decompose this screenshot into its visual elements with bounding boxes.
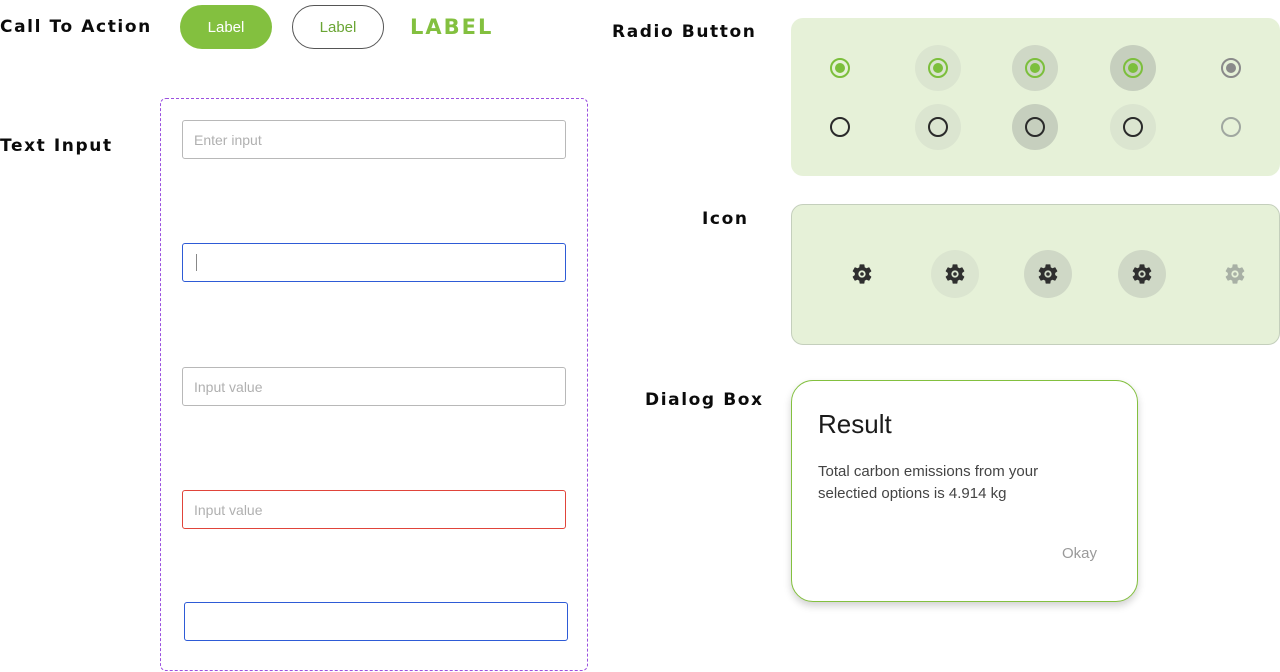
gear-icon bbox=[1038, 264, 1058, 284]
section-label-radio-button: Radio Button bbox=[612, 22, 757, 42]
icon-button-pressed[interactable] bbox=[1118, 250, 1166, 298]
section-label-icon: Icon bbox=[702, 209, 749, 229]
text-input-frame bbox=[160, 98, 588, 671]
radio-unselected-icon bbox=[1123, 117, 1143, 137]
radio-unselected-icon bbox=[830, 117, 850, 137]
input-filled[interactable]: Input value bbox=[182, 367, 566, 406]
input-default[interactable]: Enter input bbox=[182, 120, 566, 159]
radio-selected-icon bbox=[928, 58, 948, 78]
okay-button[interactable]: Okay bbox=[1058, 543, 1101, 564]
result-dialog: Result Total carbon emissions from your … bbox=[791, 380, 1138, 602]
radio-unselected-pressed[interactable] bbox=[1110, 104, 1156, 150]
gear-icon bbox=[852, 264, 872, 284]
radio-unselected-hover[interactable] bbox=[915, 104, 961, 150]
input-placeholder: Enter input bbox=[194, 131, 262, 148]
input-value-error: Input value bbox=[194, 501, 263, 518]
radio-unselected-disabled-icon bbox=[1221, 117, 1241, 137]
radio-selected-disabled-icon bbox=[1221, 58, 1241, 78]
radio-unselected-disabled bbox=[1208, 104, 1254, 150]
input-focused[interactable] bbox=[182, 243, 566, 282]
input-error[interactable]: Input value bbox=[182, 490, 566, 529]
section-label-dialog-box: Dialog Box bbox=[645, 390, 764, 410]
icon-button-focus[interactable] bbox=[1024, 250, 1072, 298]
radio-unselected-focus[interactable] bbox=[1012, 104, 1058, 150]
radio-selected-focus[interactable] bbox=[1012, 45, 1058, 91]
text-caret bbox=[196, 254, 197, 271]
radio-unselected-icon bbox=[1025, 117, 1045, 137]
input-active[interactable] bbox=[184, 602, 568, 641]
gear-icon bbox=[945, 264, 965, 284]
radio-unselected-enabled[interactable] bbox=[817, 104, 863, 150]
icon-button-disabled bbox=[1211, 250, 1259, 298]
radio-selected-icon bbox=[1025, 58, 1045, 78]
radio-selected-hover[interactable] bbox=[915, 45, 961, 91]
icon-button-hover[interactable] bbox=[931, 250, 979, 298]
radio-button-panel bbox=[791, 18, 1280, 176]
section-label-call-to-action: Call To Action bbox=[0, 17, 152, 37]
gear-icon bbox=[1225, 264, 1245, 284]
icon-panel bbox=[791, 204, 1280, 345]
input-value: Input value bbox=[194, 378, 263, 395]
section-label-text-input: Text Input bbox=[0, 136, 113, 156]
icon-button-enabled[interactable] bbox=[838, 250, 886, 298]
radio-unselected-icon bbox=[928, 117, 948, 137]
radio-selected-icon bbox=[1123, 58, 1143, 78]
radio-selected-icon bbox=[830, 58, 850, 78]
text-button[interactable]: LABEL bbox=[406, 10, 497, 44]
filled-button[interactable]: Label bbox=[180, 5, 272, 49]
dialog-title: Result bbox=[818, 409, 892, 439]
radio-selected-disabled bbox=[1208, 45, 1254, 91]
gear-icon bbox=[1132, 264, 1152, 284]
radio-selected-pressed[interactable] bbox=[1110, 45, 1156, 91]
outlined-button[interactable]: Label bbox=[292, 5, 384, 49]
radio-selected-enabled[interactable] bbox=[817, 45, 863, 91]
dialog-body: Total carbon emissions from your selecti… bbox=[818, 463, 1039, 502]
